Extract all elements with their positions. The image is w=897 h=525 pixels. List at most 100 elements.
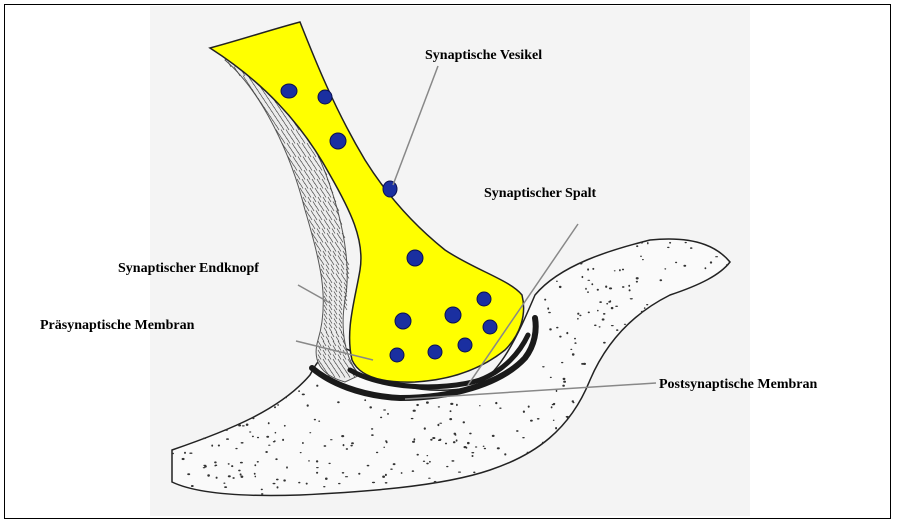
stipple-dot (182, 458, 185, 460)
stipple-dot (286, 466, 288, 468)
stipple-dot (232, 477, 234, 479)
stipple-dot (371, 434, 374, 436)
stipple-dot (383, 447, 385, 448)
stipple-dot (342, 472, 345, 474)
stipple-dot (367, 465, 370, 467)
stipple-dot (602, 318, 605, 320)
stipple-dot (265, 451, 268, 453)
stipple-dot (599, 301, 602, 303)
stipple-dot (430, 439, 432, 441)
stipple-dot (438, 439, 441, 441)
stipple-dot (450, 403, 453, 405)
stipple-dot (261, 493, 263, 495)
stipple-dot (241, 442, 244, 444)
stipple-dot (544, 299, 546, 301)
stipple-dot (187, 473, 190, 475)
stipple-dot (268, 445, 270, 446)
stipple-dot (414, 438, 416, 440)
stipple-dot (438, 406, 440, 407)
stipple-dot (314, 419, 316, 421)
stipple-dot (249, 431, 251, 432)
stipple-dot (191, 485, 194, 487)
stipple-dot (587, 280, 590, 281)
stipple-dot (240, 473, 242, 475)
stipple-dot (261, 489, 263, 491)
vesicle (458, 338, 472, 352)
stipple-dot (583, 363, 586, 365)
stipple-dot (316, 472, 318, 474)
stipple-dot (385, 482, 388, 484)
stipple-dot (300, 452, 302, 453)
stipple-dot (328, 463, 330, 464)
stipple-dot (527, 452, 529, 453)
stipple-dot (358, 473, 360, 475)
stipple-dot (224, 486, 227, 488)
stipple-dot (579, 315, 581, 317)
stipple-dot (542, 442, 545, 443)
stipple-dot (591, 283, 593, 285)
stipple-dot (553, 420, 555, 421)
stipple-dot (413, 410, 416, 412)
stipple-dot (563, 378, 566, 380)
stipple-dot (274, 406, 276, 408)
stipple-dot (273, 441, 275, 442)
stipple-dot (369, 406, 372, 408)
stipple-dot (453, 441, 456, 443)
stipple-dot (473, 472, 475, 474)
stipple-dot (341, 435, 344, 437)
stipple-dot (337, 401, 340, 403)
stipple-dot (428, 478, 431, 479)
stipple-dot (605, 286, 607, 288)
stipple-dot (574, 338, 576, 340)
stipple-dot (387, 413, 389, 415)
stipple-dot (390, 469, 393, 470)
stipple-dot (450, 410, 452, 412)
stipple-dot (238, 470, 241, 472)
stipple-dot (559, 286, 562, 288)
stipple-dot (302, 394, 305, 396)
stipple-dot (228, 463, 230, 465)
stipple-dot (667, 247, 670, 248)
stipple-dot (547, 307, 549, 309)
stipple-dot (523, 411, 525, 413)
stipple-dot (393, 463, 396, 465)
stipple-dot (609, 287, 612, 289)
stipple-dot (619, 269, 621, 271)
stipple-dot (308, 460, 310, 461)
stipple-dot (574, 342, 576, 344)
stipple-dot (628, 285, 630, 287)
stipple-dot (323, 486, 325, 487)
stipple-dot (587, 291, 589, 293)
stipple-dot (629, 289, 631, 291)
stipple-dot (203, 467, 206, 468)
stipple-dot (683, 265, 686, 267)
stipple-dot (343, 444, 345, 446)
stipple-dot (471, 452, 474, 453)
stipple-dot (611, 307, 614, 309)
stipple-dot (252, 436, 254, 438)
stipple-dot (669, 242, 671, 244)
stipple-dot (588, 312, 590, 314)
stipple-dot (640, 255, 642, 257)
stipple-dot (252, 418, 254, 420)
stipple-dot (585, 288, 587, 290)
stipple-dot (611, 325, 614, 326)
stipple-dot (458, 472, 461, 473)
stipple-dot (484, 448, 486, 450)
stipple-dot (240, 462, 243, 464)
stipple-dot (439, 423, 442, 424)
stipple-dot (376, 452, 378, 453)
stipple-dot (298, 390, 300, 392)
stipple-dot (456, 404, 458, 406)
stipple-dot (603, 313, 606, 315)
stipple-dot (551, 406, 553, 408)
stipple-dot (275, 458, 277, 460)
label-synaptischer-endknopf: Synaptischer Endknopf (118, 261, 259, 277)
stipple-dot (609, 300, 611, 302)
stipple-dot (615, 306, 618, 307)
stipple-dot (456, 439, 458, 441)
stipple-dot (685, 242, 687, 243)
stipple-dot (566, 416, 569, 418)
stipple-dot (556, 281, 558, 282)
stipple-dot (254, 473, 256, 475)
